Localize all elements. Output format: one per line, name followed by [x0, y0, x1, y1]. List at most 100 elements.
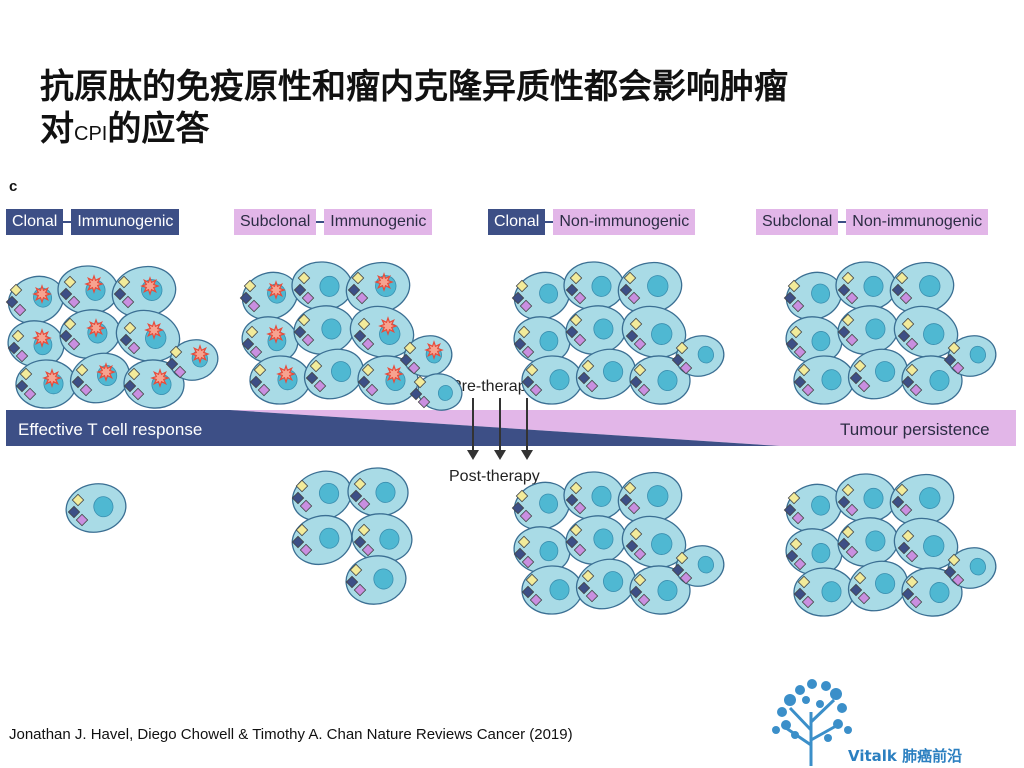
antigen-square-icon [71, 375, 85, 389]
neoantigen-star-icon [144, 320, 164, 340]
antigen-square-icon [123, 379, 137, 393]
antigen-square-icon [521, 375, 535, 389]
antigen-square-icon [301, 291, 315, 305]
antigen-square-icon [407, 361, 421, 375]
antigen-square-icon [791, 511, 805, 525]
neoantigen-star-icon [42, 368, 62, 388]
antigen-square-icon [569, 523, 583, 537]
antigen-square-icon [841, 271, 855, 285]
antigen-square-icon [293, 325, 307, 339]
antigen-square-icon [905, 575, 919, 589]
antigen-square-icon [351, 271, 365, 285]
antigen-square-icon [309, 359, 323, 373]
antigen-square-icon [569, 481, 583, 495]
antigen-square-icon [951, 573, 965, 587]
antigen-square-icon [291, 491, 305, 505]
neoantigen-star-icon [190, 344, 210, 364]
antigen-square-icon [909, 383, 923, 397]
antigen-square-icon [573, 333, 587, 347]
category-3-clonality: Clonal [488, 209, 546, 235]
antigen-square-icon [853, 571, 867, 585]
neoantigen-star-icon [424, 340, 444, 360]
antigen-square-icon [581, 359, 595, 373]
antigen-square-icon [67, 337, 81, 351]
antigen-square-icon [59, 329, 73, 343]
antigen-square-icon [361, 543, 375, 557]
antigen-square-icon [901, 587, 915, 601]
antigen-square-icon [637, 383, 651, 397]
antigen-square-icon [361, 337, 375, 351]
antigen-square-icon [253, 363, 267, 377]
antigen-square-icon [633, 547, 647, 561]
antigen-square-icon [787, 279, 801, 293]
antigen-square-icon [249, 375, 263, 389]
antigen-square-icon [637, 593, 651, 607]
antigen-square-icon [305, 371, 319, 385]
antigen-square-icon [783, 291, 797, 305]
antigen-square-icon [837, 495, 851, 509]
title-line-1: 抗原肽的免疫原性和瘤内克隆异质性都会影响肿瘤 [40, 67, 788, 107]
antigen-square-icon [249, 345, 263, 359]
tumour-persistence-wedge [230, 410, 1016, 446]
antigen-square-icon [353, 535, 367, 549]
antigen-square-icon [417, 395, 431, 409]
antigen-square-icon [9, 283, 23, 297]
antigen-square-icon [295, 523, 309, 537]
antigen-square-icon [629, 585, 643, 599]
antigen-square-icon [357, 497, 371, 511]
category-1-clonality: Clonal [6, 209, 64, 235]
antigen-square-icon [845, 545, 859, 559]
title-line-2: 对CPI的应答 [40, 109, 210, 149]
antigen-square-icon [909, 595, 923, 609]
neoantigen-star-icon [266, 324, 286, 344]
neoantigen-star-icon [378, 316, 398, 336]
post-therapy-label: Post-therapy [449, 468, 540, 485]
antigen-square-icon [565, 283, 579, 297]
t-cell-response-wedge [6, 410, 780, 446]
neoantigen-star-icon [32, 284, 52, 304]
antigen-square-icon [853, 359, 867, 373]
antigen-square-icon [841, 483, 855, 497]
category-tag-1: Clonal Immunogenic [6, 209, 180, 235]
antigen-square-icon [299, 499, 313, 513]
antigen-square-icon [355, 291, 369, 305]
antigen-square-icon [297, 313, 311, 327]
category-3-immunogenicity: Non-immunogenic [553, 209, 696, 235]
antigen-square-icon [409, 387, 423, 401]
neoantigen-star-icon [276, 364, 296, 384]
antigen-square-icon [357, 317, 371, 331]
antigen-square-icon [75, 363, 89, 377]
antigen-square-icon [23, 387, 37, 401]
antigen-square-icon [793, 375, 807, 389]
antigen-square-icon [357, 375, 371, 389]
pre-therapy-label: Pre-therapy [451, 378, 535, 395]
neoantigen-star-icon [150, 368, 170, 388]
neoantigen-star-icon [384, 364, 404, 384]
antigen-square-icon [577, 371, 591, 385]
antigen-square-icon [247, 299, 261, 313]
logo-text: Vitalk 肺癌前沿 [848, 747, 963, 765]
antigen-square-icon [891, 495, 905, 509]
antigen-square-icon [239, 291, 253, 305]
antigen-square-icon [951, 361, 965, 375]
antigen-square-icon [345, 575, 359, 589]
tumour-persistence-label: Tumour persistence [840, 420, 990, 439]
antigen-square-icon [841, 525, 855, 539]
neoantigen-star-icon [266, 280, 286, 300]
category-4-clonality: Subclonal [756, 209, 839, 235]
cell-clusters [5, 261, 997, 617]
antigen-square-icon [399, 353, 413, 367]
antigen-square-icon [353, 583, 367, 597]
antigen-square-icon [117, 275, 131, 289]
antigen-square-icon [515, 279, 529, 293]
antigen-square-icon [121, 295, 135, 309]
antigen-square-icon [349, 489, 363, 503]
antigen-square-icon [789, 537, 803, 551]
antigen-square-icon [299, 543, 313, 557]
antigen-square-icon [837, 283, 851, 297]
antigen-square-icon [793, 557, 807, 571]
antigen-square-icon [901, 529, 915, 543]
antigen-square-icon [529, 593, 543, 607]
antigen-square-icon [905, 337, 919, 351]
antigen-square-icon [291, 535, 305, 549]
